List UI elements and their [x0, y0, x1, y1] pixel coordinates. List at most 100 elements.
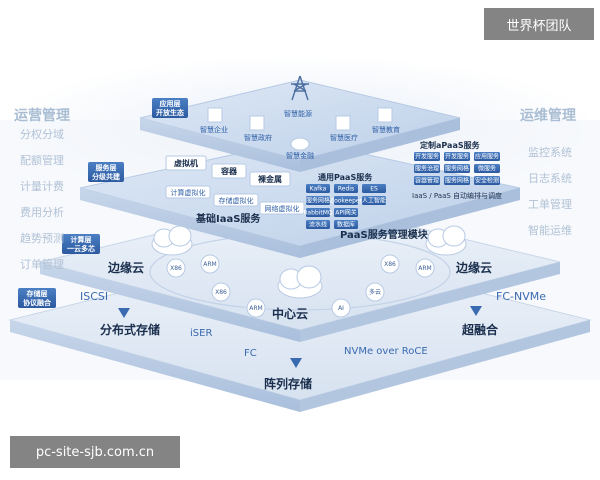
- paas-chip-label: 服务网格: [306, 197, 330, 205]
- storage-plate-left: [10, 320, 300, 412]
- app-label: 智慧医疗: [330, 133, 358, 142]
- protocol-label: iSER: [190, 328, 212, 339]
- platform-plate-right: [300, 188, 520, 258]
- chip-label: ARM: [203, 261, 216, 268]
- arrow-down-icon: [290, 358, 302, 368]
- chip-node: X86: [166, 258, 186, 278]
- paas-chip-label: 容器管理: [415, 177, 439, 185]
- chip-label: X86: [384, 261, 396, 268]
- paas-chip-label: API网关: [335, 209, 357, 217]
- building-icon: [249, 115, 265, 131]
- paas-chip-label: 服务网格: [445, 165, 469, 173]
- iaas-virt-storage: [213, 193, 259, 207]
- platform-plate-left: [80, 188, 300, 258]
- iaas-box-vm: [165, 155, 207, 171]
- app-label: 智慧金融: [286, 151, 314, 160]
- paas-chip-label: 安全检测: [475, 177, 499, 185]
- tag-compute: 计算层 一云多芯: [62, 234, 100, 254]
- tag-line: 计算层: [71, 235, 92, 244]
- paas-general-title: 通用PaaS服务: [318, 172, 373, 182]
- left-panel-item: 计量计费: [20, 180, 64, 193]
- protocol-label: FC-NVMe: [496, 290, 546, 303]
- app-label: 智慧政府: [244, 133, 272, 142]
- chip-label: ARM: [249, 305, 262, 312]
- coin-icon: [290, 137, 310, 151]
- chip-node: X86: [211, 282, 231, 302]
- iaas-label: 裸金属: [258, 174, 282, 184]
- right-panel-item: 智能运维: [528, 223, 572, 237]
- paas-custom-title: 定制aPaaS服务: [419, 140, 481, 150]
- tag-service: 服务层 分级共建: [88, 162, 124, 182]
- iaas-box-baremetal: [249, 171, 291, 187]
- iaas-virt-label: 计算虚拟化: [171, 188, 206, 197]
- application-layer: [139, 75, 461, 172]
- tag-line: 协议融合: [23, 298, 52, 307]
- paas-chip-label: 开发服务: [415, 153, 439, 161]
- paas-chip-label: 微服务: [478, 165, 496, 173]
- edge-cloud-right: 边缘云: [455, 260, 492, 275]
- tag-line: 服务层: [96, 163, 117, 172]
- paas-chip-label: 应用服务: [475, 153, 499, 161]
- array-storage: 阵列存储: [264, 376, 312, 391]
- app-plate-right: [300, 118, 460, 172]
- tag-storage: 存储层 协议融合: [18, 288, 56, 308]
- platform-layer: Kafka Redis ES 服务网格 Zookeeper 人工智能 Rabbi…: [79, 139, 521, 258]
- chip-label: X86: [170, 265, 182, 272]
- tag-line: 分级共建: [92, 172, 121, 181]
- tag-line: 一云多芯: [67, 244, 95, 253]
- left-panel-item: 分权分域: [20, 128, 64, 141]
- cloud-icon: [277, 265, 323, 299]
- chip-label: X86: [215, 289, 227, 296]
- chip-label: AI: [338, 305, 344, 312]
- paas-chip-label: 流水线: [309, 221, 327, 229]
- medical-icon: [335, 115, 351, 131]
- iaas-box-container: [211, 163, 247, 179]
- education-icon: [377, 107, 393, 123]
- distributed-storage: 分布式存储: [100, 322, 160, 337]
- iaas-label: 虚拟机: [174, 158, 198, 168]
- tag-line: 存储层: [27, 289, 48, 298]
- app-label: 智慧企业: [200, 125, 228, 134]
- right-panel-item: 监控系统: [528, 145, 572, 159]
- paas-custom-chips: 开发服务 开发服务 应用服务 服务治理 服务网格 微服务 容器管理 服务网格 安…: [414, 152, 500, 185]
- chip-node: ARM: [415, 258, 435, 278]
- right-panel-item: 日志系统: [528, 172, 572, 185]
- paas-general-chips: Kafka Redis ES 服务网格 Zookeeper 人工智能 Rabbi…: [303, 184, 386, 229]
- compute-plate-left: [40, 262, 300, 342]
- protocol-label: FC: [244, 348, 257, 359]
- iaas-virt-label: 网络虚拟化: [265, 204, 300, 213]
- app-label: 智慧教育: [372, 125, 400, 134]
- paas-chip-label: 人工智能: [362, 197, 386, 205]
- chip-node: 多云: [365, 282, 385, 302]
- chip-label: ARM: [418, 265, 431, 272]
- paas-chip-label: Zookeeper: [330, 198, 363, 205]
- left-panel-item: 配额管理: [20, 153, 64, 167]
- center-cloud: 中心云: [272, 306, 308, 321]
- iaas-virt-compute: [165, 185, 211, 199]
- app-plate-left: [140, 118, 300, 172]
- tag-line: 应用层: [160, 99, 181, 108]
- tag-line: 开放生态: [156, 108, 184, 117]
- building-icon: [207, 107, 223, 123]
- chip-node: ARM: [200, 254, 220, 274]
- orchestration-label: IaaS / PaaS 自动编排与调度: [412, 191, 502, 200]
- hyper-converged: 超融合: [461, 322, 499, 337]
- chip-label: 多云: [369, 288, 381, 296]
- paas-chip-label: 数据库: [337, 221, 355, 229]
- arrow-down-icon: [118, 308, 130, 318]
- cloud-icon: [151, 225, 193, 256]
- paas-chip-label: 服务治理: [415, 165, 439, 173]
- iaas-title: 基础IaaS服务: [195, 212, 261, 225]
- watermark-bottom-left: pc-site-sjb.com.cn: [10, 436, 180, 468]
- chip-node: AI: [331, 298, 351, 318]
- right-panel-title: 运维管理: [520, 107, 576, 124]
- left-panel-item: 费用分析: [20, 205, 64, 219]
- iaas-virt-network: [259, 201, 305, 215]
- protocol-label: NVMe over RoCE: [344, 346, 428, 357]
- paas-chip-label: Kafka: [310, 186, 327, 193]
- iaas-label: 容器: [220, 166, 238, 176]
- paas-chip-label: RabbitMQ: [303, 210, 333, 217]
- paas-chip-label: 服务网格: [445, 177, 469, 185]
- right-panel-item: 工单管理: [528, 197, 572, 211]
